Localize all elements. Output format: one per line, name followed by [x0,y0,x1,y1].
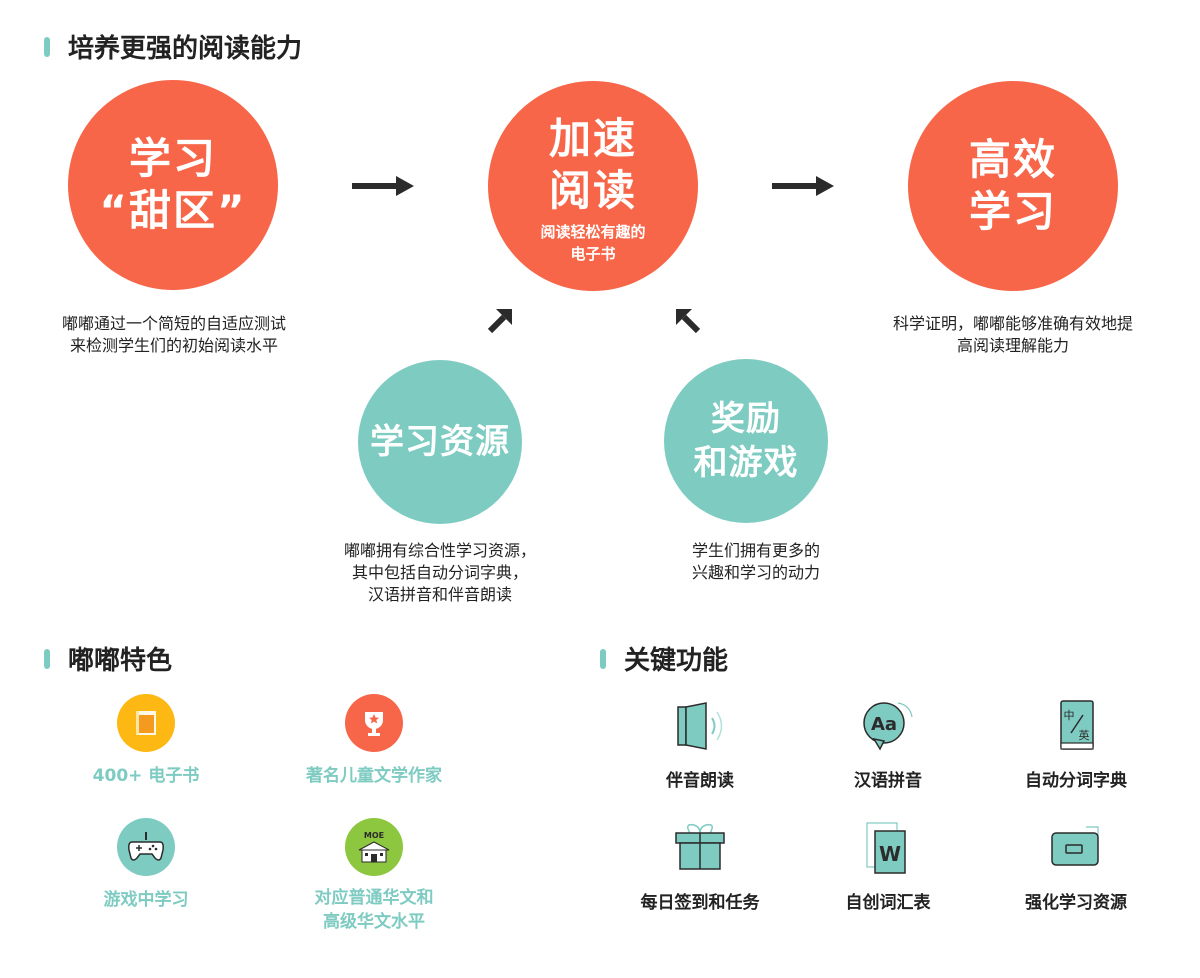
speech-bubble-icon: Aa [858,698,918,754]
step-sweet-spot-line1: 学习 [128,134,217,183]
function-pinyin: Aa 汉语拼音 [788,698,988,791]
feature-label-line: 对应普通华文和 [314,888,434,908]
arrow-right-icon [772,176,834,196]
dictionary-glyph-bottom: 英 [1079,728,1090,742]
learning-resources-description: 嘟嘟拥有综合性学习资源， 其中包括自动分词字典， 汉语拼音和伴音朗读 [300,540,580,606]
learning-resources-circle: 学习资源 [358,360,522,524]
speaker-icon [670,698,730,754]
title-accent-bar [600,648,606,669]
step-sweet-spot-description: 嘟嘟通过一个简短的自适应测试 来检测学生们的初始阅读水平 [24,313,324,357]
desc-line: 嘟嘟通过一个简短的自适应测试 [61,314,286,333]
desc-line: 汉语拼音和伴音朗读 [367,585,512,604]
gamepad-icon [117,818,175,876]
learning-resources-label: 学习资源 [370,422,510,462]
dictionary-glyph-top: 中 [1064,709,1075,722]
function-reinforcement: 强化学习资源 [976,820,1176,913]
function-label: 强化学习资源 [1025,893,1127,913]
step-accelerate-circle: 加速 阅读 阅读轻松有趣的 电子书 [488,81,698,291]
feature-game-learning: 游戏中学习 [36,818,256,912]
rewards-games-line1: 奖励 [711,399,781,439]
feature-label-line: 高级华文水平 [323,912,425,932]
book-icon [117,694,175,752]
feature-label: 游戏中学习 [103,890,189,910]
title-accent-bar [44,648,50,669]
step-efficient-circle: 高效 学习 [908,81,1118,291]
section-title-functions: 关键功能 [600,640,728,677]
arrow-up-left-icon [676,309,701,334]
function-label: 每日签到和任务 [640,893,760,913]
feature-authors: 著名儿童文学作家 [264,694,484,788]
feature-label: 著名儿童文学作家 [306,766,442,786]
feature-ebooks: 400+ 电子书 [36,694,256,788]
gift-icon [670,820,730,876]
section-title-text: 关键功能 [624,646,729,676]
function-dictionary: 中 英 自动分词字典 [976,698,1176,791]
section-title-text: 培养更强的阅读能力 [68,34,303,64]
function-label: 汉语拼音 [854,771,922,791]
school-icon: MOE [345,818,403,876]
section-title-features: 嘟嘟特色 [44,640,172,677]
section-title-text: 嘟嘟特色 [68,646,173,676]
step-efficient-line2: 学习 [968,187,1057,236]
step-efficient-description: 科学证明，嘟嘟能够准确有效地提 高阅读理解能力 [858,313,1168,357]
function-label: 自动分词字典 [1025,771,1127,791]
folder-icon [1046,820,1106,876]
desc-line: 兴趣和学习的动力 [691,563,820,582]
function-audio-reading: 伴音朗读 [600,698,800,791]
function-daily-checkin: 每日签到和任务 [600,820,800,913]
desc-line: 学生们拥有更多的 [691,541,820,560]
moe-badge: MOE [363,830,385,840]
section-title-reading: 培养更强的阅读能力 [44,28,302,65]
word-list-icon: W [858,820,918,876]
rewards-games-circle: 奖励 和游戏 [664,359,828,523]
function-word-list: W 自创词汇表 [788,820,988,913]
rewards-games-description: 学生们拥有更多的 兴趣和学习的动力 [636,540,876,584]
desc-line: 高阅读理解能力 [956,336,1069,355]
step-efficient-line1: 高效 [968,135,1057,184]
desc-line: 科学证明，嘟嘟能够准确有效地提 [892,314,1133,333]
desc-line: 其中包括自动分词字典， [351,563,528,582]
step-sweet-spot-line2: “甜区” [99,186,247,235]
step-accelerate-line1: 加速 [548,114,637,163]
arrow-up-right-icon [487,309,512,334]
arrow-right-icon [352,176,414,196]
step-sweet-spot-circle: 学习 “甜区” [68,80,278,290]
feature-label: 对应普通华文和 高级华文水平 [264,886,484,934]
function-label: 伴音朗读 [666,771,734,791]
step-accelerate-line2: 阅读 [548,166,637,215]
word-list-glyph: W [879,842,901,866]
title-accent-bar [44,36,50,57]
function-label: 自创词汇表 [845,893,931,913]
feature-label: 400+ 电子书 [92,766,200,786]
desc-line: 嘟嘟拥有综合性学习资源， [343,541,536,560]
dictionary-icon: 中 英 [1046,698,1106,754]
feature-curriculum: MOE 对应普通华文和 高级华文水平 [264,818,484,934]
desc-line: 来检测学生们的初始阅读水平 [69,336,278,355]
rewards-games-line2: 和游戏 [693,443,799,483]
trophy-icon [345,694,403,752]
pinyin-glyph: Aa [871,714,897,735]
step-accelerate-sub2: 电子书 [570,245,616,263]
step-accelerate-sub1: 阅读轻松有趣的 [540,223,646,241]
